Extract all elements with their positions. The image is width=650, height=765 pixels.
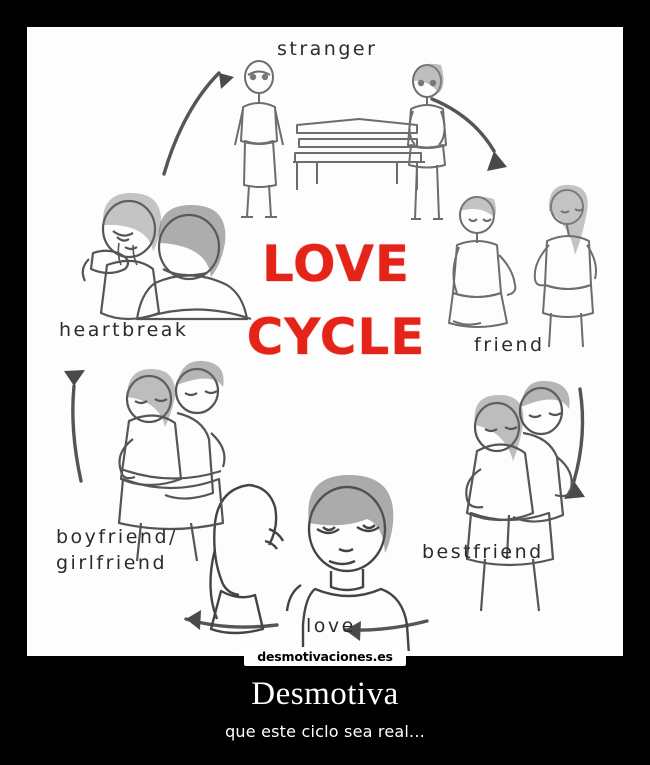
- poster-title: Desmotiva: [251, 676, 399, 712]
- poster-image-frame: stranger friend bestfriend love boyfrien…: [27, 27, 623, 656]
- stage-label-bestfriend: bestfriend: [422, 541, 544, 563]
- scene-heartbreak: [81, 193, 252, 321]
- center-title-line-cycle: CYCLE: [246, 307, 426, 366]
- scene-love: [209, 475, 411, 654]
- center-title-line-love: LOVE: [261, 235, 411, 293]
- scene-bestfriend: [465, 380, 573, 612]
- stage-label-boyfriend: boyfriend/: [56, 526, 178, 548]
- watermark-label: desmotivaciones.es: [244, 646, 406, 666]
- diagram-center-title: LOVE CYCLE: [221, 228, 451, 373]
- cycle-arrows: [71, 71, 585, 632]
- scene-stranger: [234, 60, 447, 220]
- stage-label-boyfriend-girlfriend: boyfriend/ girlfriend: [56, 525, 178, 576]
- poster-subtitle: que este ciclo sea real...: [225, 722, 425, 741]
- watermark-bar: desmotivaciones.es: [0, 645, 650, 667]
- stage-label-stranger: stranger: [277, 38, 378, 60]
- stage-label-love: love: [306, 615, 356, 637]
- stage-label-heartbreak: heartbreak: [59, 319, 189, 341]
- stage-label-friend: friend: [474, 334, 545, 356]
- stage-label-girlfriend: girlfriend: [56, 551, 168, 574]
- scene-friend: [448, 184, 597, 348]
- love-cycle-drawing: [29, 29, 621, 654]
- scene-boyfriend-girlfriend: [117, 360, 226, 562]
